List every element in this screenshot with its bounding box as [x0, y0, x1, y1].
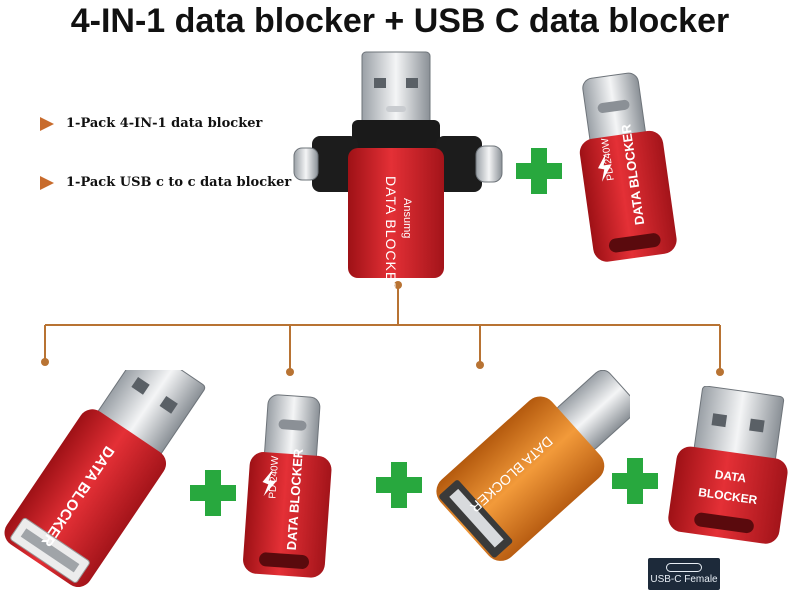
bottom-pd-text: PD 240W [267, 455, 281, 499]
plus-icon [612, 458, 658, 504]
bullet-4in1-text: 1-Pack 4-IN-1 data blocker [66, 116, 263, 131]
brand-text: Ansumg [401, 198, 413, 238]
bolt-icon [262, 468, 277, 497]
bolt-icon [598, 152, 612, 182]
bullet-usbc-text: 1-Pack USB c to c data blocker [66, 175, 292, 190]
orange-blocker: DATA BLOCKER [436, 370, 630, 561]
bullet-usbc: 1-Pack USB c to c data blocker [40, 175, 291, 190]
arrow-bullet-icon [40, 175, 54, 190]
usbc-port-icon [666, 563, 702, 572]
plus-icon [190, 470, 236, 516]
bottom-usbc-data-blocker-text: DATA BLOCKER [284, 448, 306, 551]
plus-icon [516, 148, 562, 194]
page-title: 4-IN-1 data blocker + USB C data blocker [70, 2, 730, 40]
usba-blocker: DATA BLOCKER [4, 370, 206, 588]
bullet-4in1: 1-Pack 4-IN-1 data blocker [40, 116, 262, 131]
usbc-female-label: USB-C Female [650, 574, 718, 585]
four-in-one-blocker: DATA BLOCKER Ansumg [293, 51, 503, 288]
plus-icon [376, 462, 422, 508]
usba-c-data-text: DATA [714, 467, 748, 485]
usbc-female-badge: USB-C Female [648, 558, 720, 590]
top-data-blocker-text: DATA BLOCKER [383, 176, 399, 288]
usbc-blocker-top: PD 240W DATA BLOCKER [579, 72, 677, 262]
arrow-bullet-icon [40, 116, 54, 131]
usba-to-usbc-blocker: DATA BLOCKER [668, 386, 788, 544]
usbc-blocker-bottom: PD 240W DATA BLOCKER [243, 394, 332, 578]
